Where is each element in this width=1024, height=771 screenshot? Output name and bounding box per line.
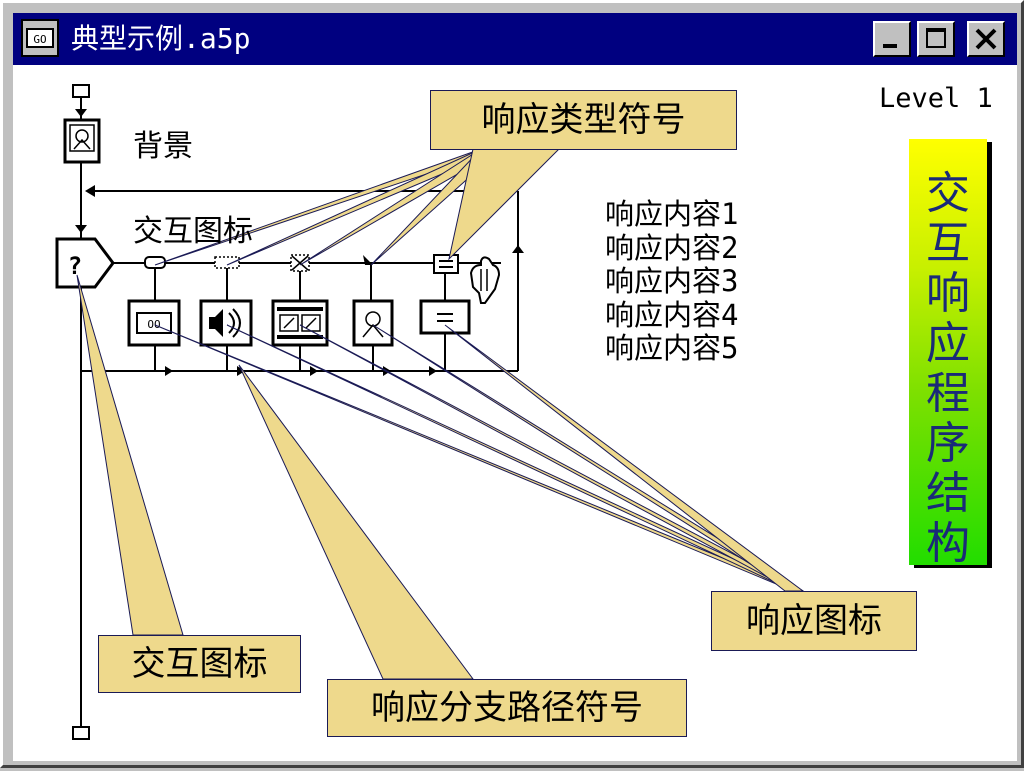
hot-object-response-symbol bbox=[290, 254, 310, 272]
response-icon-display bbox=[352, 299, 394, 347]
response-content-list: 响应内容1 响应内容2 响应内容3 响应内容4 响应内容5 bbox=[605, 197, 739, 366]
side-title-char: 程 bbox=[926, 368, 970, 419]
interaction-icon-label: 交互图标 bbox=[133, 214, 253, 249]
response-content-1: 响应内容1 bbox=[605, 197, 739, 231]
flowline-start-marker bbox=[72, 84, 90, 98]
authorware-file-icon: GO bbox=[21, 19, 59, 57]
flowline-diagram: ? OO bbox=[55, 84, 805, 740]
hot-spot-response-symbol bbox=[214, 256, 240, 269]
response-content-4: 响应内容4 bbox=[605, 297, 739, 332]
svg-text:GO: GO bbox=[33, 33, 46, 46]
callout-response-icon: 响应图标 bbox=[711, 591, 917, 651]
branch-path-symbol bbox=[429, 366, 437, 376]
branch-path-symbol bbox=[310, 366, 318, 376]
side-title-char: 结 bbox=[926, 468, 970, 519]
response-icon-calculation bbox=[419, 299, 471, 335]
window-title: 典型示例.a5p bbox=[71, 22, 251, 55]
maximize-button[interactable] bbox=[917, 21, 955, 57]
branch-path-symbol bbox=[237, 366, 245, 376]
minimize-button[interactable] bbox=[873, 21, 911, 57]
minimize-icon bbox=[883, 44, 897, 48]
close-icon bbox=[975, 28, 997, 50]
target-area-response-symbol bbox=[363, 255, 373, 265]
response-icon-sound bbox=[199, 299, 253, 347]
text-entry-response-symbol bbox=[433, 254, 459, 274]
callout-interaction-icon: 交互图标 bbox=[98, 635, 301, 693]
side-title-char: 交 bbox=[926, 168, 970, 219]
response-content-2: 响应内容2 bbox=[605, 230, 739, 265]
branch-path-symbol bbox=[165, 366, 173, 376]
flowline-end-marker bbox=[72, 726, 90, 740]
response-content-5: 响应内容5 bbox=[605, 331, 739, 365]
close-button[interactable] bbox=[967, 21, 1005, 57]
response-content-3: 响应内容3 bbox=[605, 264, 739, 298]
response-icon-movie: OO bbox=[127, 299, 181, 347]
side-title-char: 构 bbox=[926, 518, 970, 569]
background-display-icon bbox=[63, 118, 101, 164]
interaction-icon: ? bbox=[55, 237, 115, 289]
background-icon-label: 背景 bbox=[133, 129, 193, 164]
hand-cursor-icon bbox=[469, 256, 501, 304]
side-title-char: 互 bbox=[926, 218, 970, 269]
callout-response-type-symbol: 响应类型符号 bbox=[430, 90, 737, 150]
svg-text:OO: OO bbox=[147, 318, 160, 331]
title-bar[interactable]: GO 典型示例.a5p bbox=[13, 13, 1017, 65]
side-title-char: 序 bbox=[926, 418, 970, 469]
side-title-banner: 交 互 响 应 程 序 结 构 bbox=[909, 139, 987, 569]
level-indicator: Level 1 bbox=[879, 83, 993, 114]
svg-text:?: ? bbox=[68, 252, 82, 280]
response-icon-map bbox=[271, 299, 329, 347]
side-title-text: 交 互 响 应 程 序 结 构 bbox=[909, 169, 987, 569]
side-title-char: 响 bbox=[926, 268, 970, 319]
side-title-char: 应 bbox=[926, 318, 970, 369]
callout-branch-path-symbol: 响应分支路径符号 bbox=[327, 679, 687, 737]
